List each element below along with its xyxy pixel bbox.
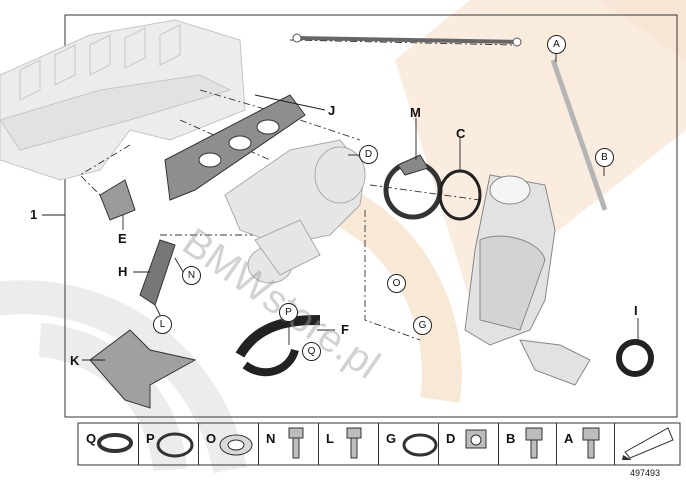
callout-1: 1 — [30, 207, 38, 222]
callout-f: F — [341, 322, 349, 337]
circled-callout-g: G — [413, 316, 432, 335]
legend-letter-n: N — [266, 431, 276, 446]
callout-h: H — [118, 264, 128, 279]
legend-cell-g: G — [378, 423, 439, 465]
circled-callout-p: P — [279, 303, 298, 322]
callout-e: E — [118, 231, 127, 246]
callout-c: C — [456, 126, 466, 141]
legend-letter-q: Q — [86, 431, 97, 446]
legend-cell-p: P — [138, 423, 199, 465]
circled-callout-n: N — [182, 266, 201, 285]
callout-i: I — [634, 303, 638, 318]
legend-cell-a: A — [556, 423, 615, 465]
legend-letter-d: D — [446, 431, 456, 446]
circled-callout-b: B — [595, 148, 614, 167]
circled-callout-o: O — [387, 274, 406, 293]
legend-cell-n: N — [258, 423, 319, 465]
document-number: 497493 — [630, 468, 661, 478]
circled-callout-l: L — [153, 315, 172, 334]
legend-letter-o: O — [206, 431, 217, 446]
legend-cell-o: O — [198, 423, 259, 465]
circled-callout-a: A — [547, 35, 566, 54]
legend-letter-b: B — [506, 431, 516, 446]
legend-cell-b: B — [498, 423, 557, 465]
legend-letter-l: L — [326, 431, 334, 446]
legend-letter-g: G — [386, 431, 397, 446]
circled-callout-q: Q — [302, 342, 321, 361]
callout-m: M — [410, 105, 421, 120]
legend-cell-l: L — [318, 423, 379, 465]
legend-cell-q: Q — [78, 423, 139, 465]
circled-callout-d: D — [359, 145, 378, 164]
callout-k: K — [70, 353, 80, 368]
legend-cell-d: D — [438, 423, 499, 465]
legend-letter-a: A — [564, 431, 574, 446]
legend-letter-p: P — [146, 431, 155, 446]
callout-j: J — [328, 103, 336, 118]
